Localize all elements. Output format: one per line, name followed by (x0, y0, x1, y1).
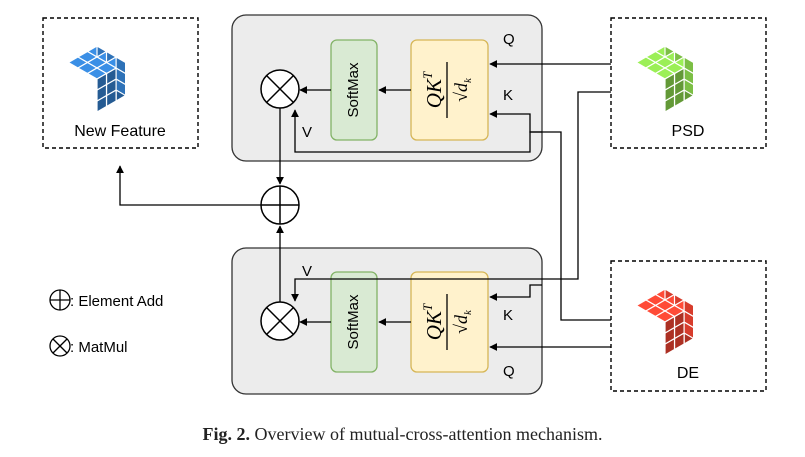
psd-box: PSD (610, 17, 767, 149)
bottom-attention-block: SoftMax QKT √dk V K Q (231, 247, 543, 395)
add-to-new-feature-arrow (116, 165, 261, 206)
matmul-legend-icon (49, 335, 71, 357)
element-add-legend-icon (49, 289, 71, 311)
caption-prefix: Fig. 2. (202, 424, 251, 444)
new-feature-box: New Feature (42, 17, 199, 149)
psd-label: PSD (672, 123, 705, 140)
bottom-v-label: V (302, 263, 312, 280)
top-formula: QKT √dk (420, 62, 474, 118)
psd-cube-icon (635, 44, 695, 114)
new-feature-cube-icon (67, 44, 127, 114)
caption-text: Overview of mutual-cross-attention mecha… (250, 424, 603, 444)
de-to-top-kv-path (542, 131, 611, 321)
de-cube-icon (635, 287, 695, 357)
psd-to-bottom-v-arrow (291, 91, 611, 302)
svg-text:√dk: √dk (451, 77, 474, 102)
top-softmax-label: SoftMax (345, 62, 362, 118)
bottom-formula: QKT √dk (420, 294, 474, 350)
bottom-k-label: K (503, 307, 513, 324)
element-add-legend-label: : Element Add (70, 293, 163, 310)
matmul-legend-label: : MatMul (70, 339, 128, 356)
new-feature-label: New Feature (74, 123, 166, 140)
element-add-node (260, 185, 300, 225)
top-k-label: K (503, 87, 513, 104)
top-v-label: V (302, 124, 312, 141)
svg-text:QKT: QKT (420, 71, 446, 108)
top-q-label: Q (503, 31, 515, 48)
svg-text:QKT: QKT (420, 303, 446, 340)
connectors (116, 60, 611, 351)
figure-caption: Fig. 2. Overview of mutual-cross-attenti… (0, 424, 805, 445)
svg-text:√dk: √dk (451, 309, 474, 334)
top-attention-block: SoftMax QKT √dk Q K V (231, 14, 543, 162)
de-box: DE (610, 260, 767, 392)
de-to-top-v-arrow (291, 109, 542, 153)
bottom-q-label: Q (503, 363, 515, 380)
psd-to-bottom-k-arrow (489, 284, 542, 301)
de-label: DE (677, 365, 699, 382)
bottom-softmax-label: SoftMax (345, 294, 362, 350)
legend: : Element Add : MatMul (49, 289, 163, 357)
